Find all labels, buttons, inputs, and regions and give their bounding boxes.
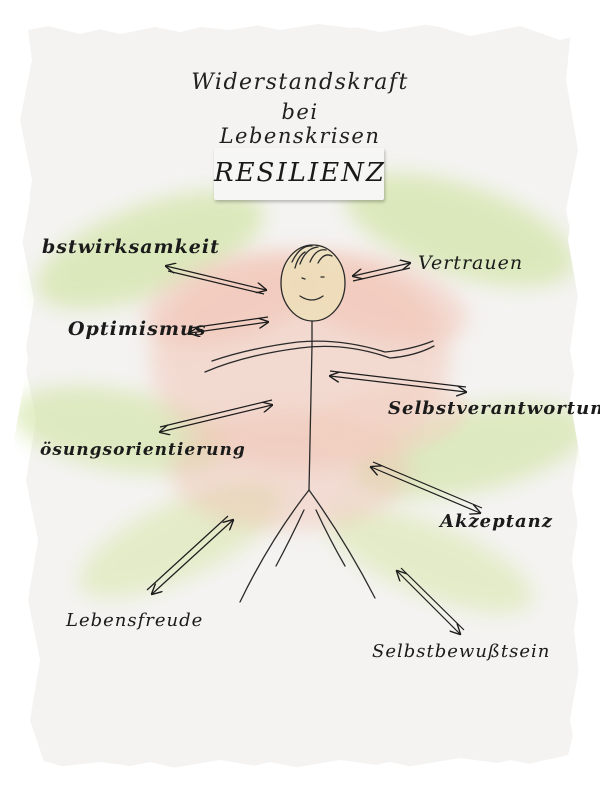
- label-loesungsorientierung: ösungsorientierung: [40, 440, 246, 460]
- stick-figure: [204, 244, 435, 603]
- arrow-loesungsorientierung: [160, 399, 272, 432]
- arrow-lebensfreude: [146, 515, 233, 594]
- arrow-optimismus: [190, 316, 268, 333]
- label-selbstbewusstsein: Selbstbewußtsein: [372, 641, 551, 662]
- left-leg: [239, 489, 310, 603]
- smile: [299, 295, 324, 301]
- right-leg: [308, 489, 376, 599]
- label-selbstverantwortung: Selbstverantwortung: [388, 398, 600, 419]
- label-selbstwirksamkeit: bstwirksamkeit: [42, 236, 220, 258]
- label-optimismus: Optimismus: [68, 318, 207, 340]
- leg-inner: [275, 509, 346, 567]
- arrow-selbstbewusstsein: [397, 567, 465, 634]
- title-line-1: Widerstandskraft: [191, 70, 409, 95]
- arrow-selbstwirksamkeit: [166, 266, 266, 295]
- arrow-vertrauen: [353, 263, 410, 282]
- arrows: [146, 263, 482, 634]
- resilienz-card: RESILIENZ: [214, 148, 384, 200]
- head: [280, 244, 346, 322]
- left-eye: [301, 277, 306, 280]
- main-title: RESILIENZ: [214, 158, 386, 188]
- label-lebensfreude: Lebensfreude: [66, 610, 204, 631]
- label-vertrauen: Vertrauen: [418, 252, 524, 274]
- body: [308, 345, 313, 491]
- title-line-2: bei: [281, 100, 319, 124]
- title-line-3: Lebenskrisen: [219, 124, 381, 148]
- arrow-akzeptanz: [371, 461, 482, 513]
- arrow-selbstverantwortung: [330, 370, 466, 392]
- label-akzeptanz: Akzeptanz: [440, 511, 553, 532]
- hair: [291, 245, 333, 269]
- arms: [204, 340, 435, 373]
